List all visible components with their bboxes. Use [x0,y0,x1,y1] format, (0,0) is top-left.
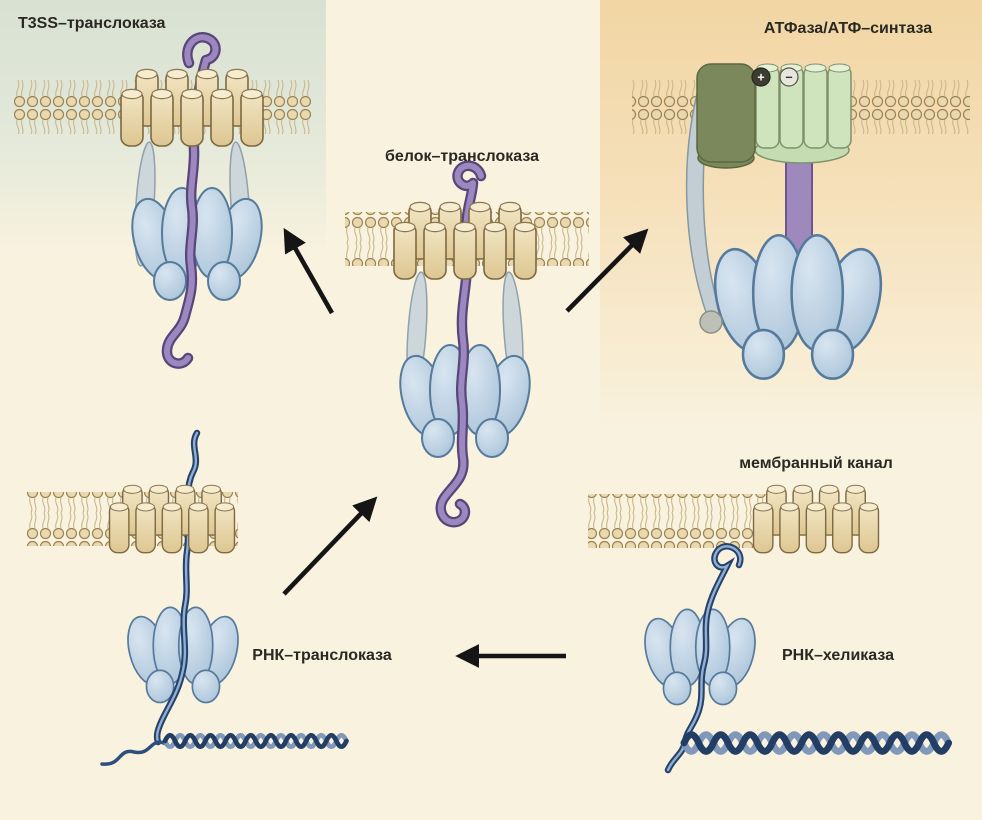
arrow-to-atp-synthase [565,228,649,313]
rna-helicase-assembly [637,543,949,774]
label-membrane-channel: мембранный канал [739,455,893,472]
protein-translocase-assembly [345,160,589,528]
membrane-channel-assembly [588,485,878,552]
rna-translocase-assembly [26,429,346,766]
atp-synthase-assembly: + − [632,63,970,380]
label-rna-helicase: РНК–хеликаза [782,647,894,664]
t3ss-assembly [14,32,312,369]
c-ring [696,63,852,169]
plus-badge: + [751,67,771,87]
rna-ribbon [153,429,201,746]
epsilon-subunit [699,310,723,334]
label-t3ss: T3SS–транслоказа [18,15,166,32]
substrate-polypeptide [161,32,221,369]
label-protein-translocase: белок–транслоказа [385,148,539,165]
minus-sign: − [785,71,792,85]
lipid-bilayer [588,494,772,548]
substrate-polypeptide [435,160,487,528]
arrow-to-t3ss [283,227,334,315]
label-atp-synthase: АТФаза/АТФ–синтаза [764,20,932,37]
rna-single-strand [100,740,168,766]
label-rna-translocase: РНК–транслоказа [252,647,392,664]
arrow-to-protein-translocase [282,496,378,596]
plus-sign: + [757,71,764,85]
minus-badge: − [779,67,799,87]
